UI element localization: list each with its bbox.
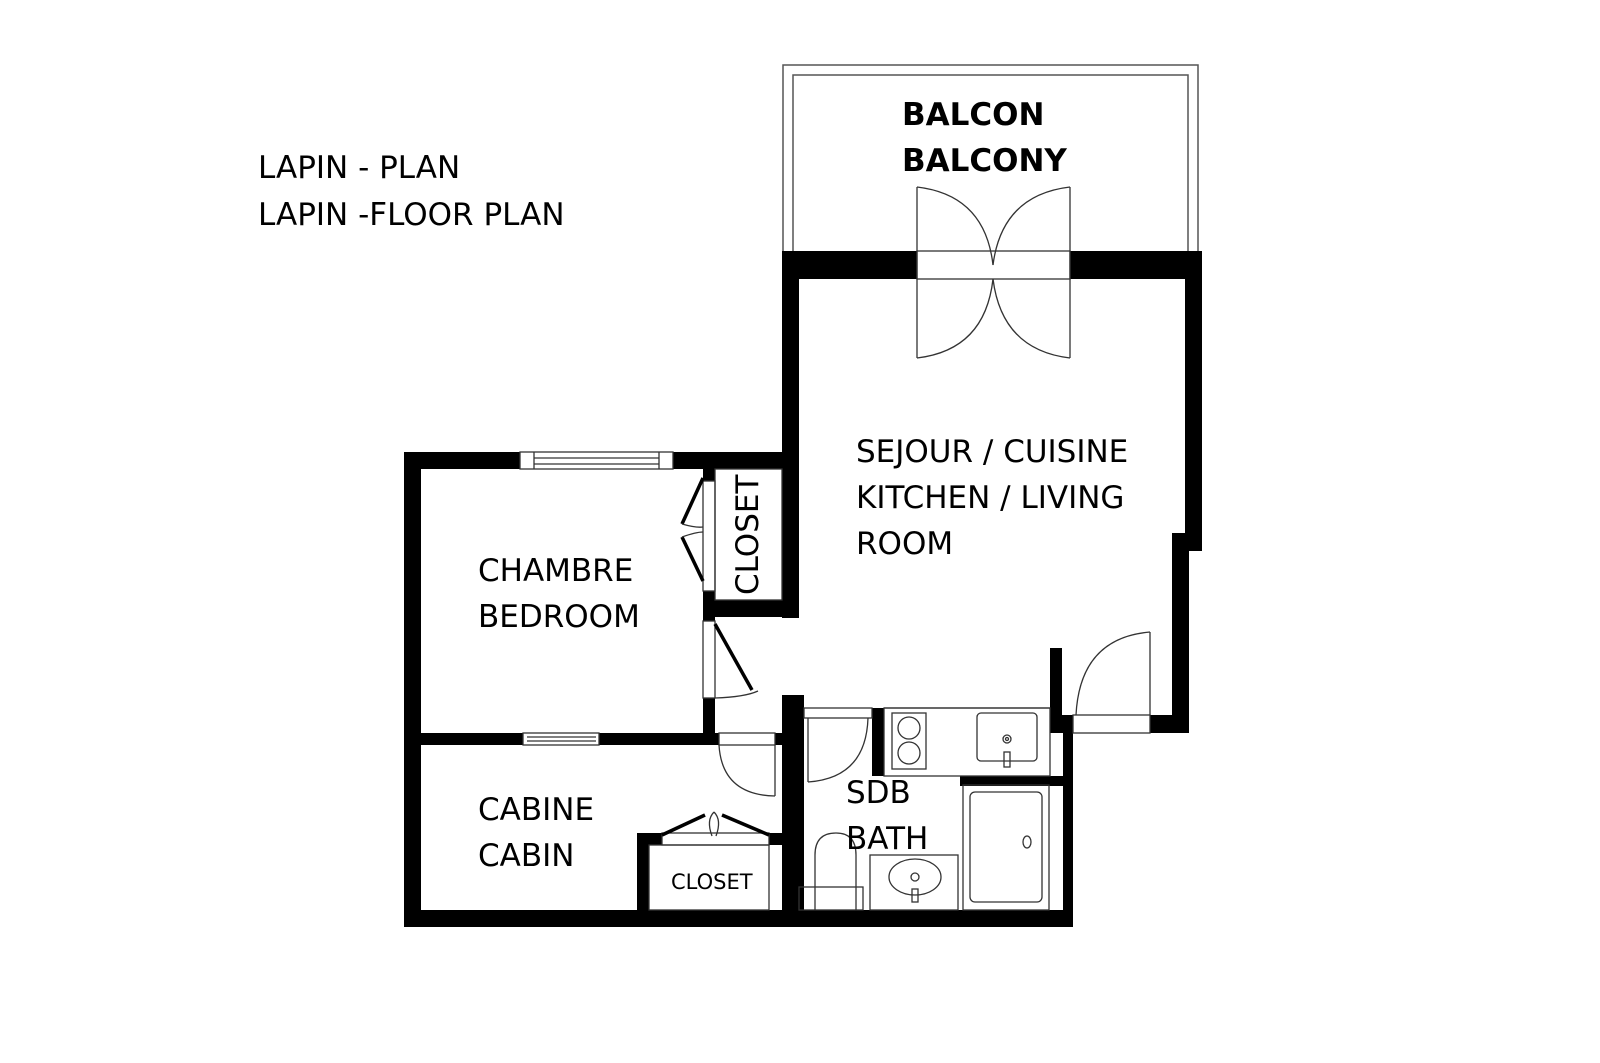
balcony-railing — [782, 64, 1199, 252]
cabin-label-fr: CABINE — [478, 792, 595, 828]
bedroom-label-fr: CHAMBRE — [478, 553, 634, 589]
cabin-closet-label: CLOSET — [671, 870, 753, 894]
plan-lines — [519, 186, 1151, 911]
bedroom-label-en: BEDROOM — [478, 599, 640, 635]
bath-label-fr: SDB — [846, 775, 911, 811]
balcony-label-en: BALCONY — [902, 143, 1067, 179]
plan-title-fr: LAPIN - PLAN — [258, 150, 461, 186]
balcony-label-fr: BALCON — [902, 97, 1045, 133]
door-leaves — [661, 477, 770, 837]
walls — [404, 251, 1202, 927]
living-label-line3: ROOM — [856, 526, 954, 562]
door-swings — [681, 523, 704, 538]
plan-title-en: LAPIN -FLOOR PLAN — [258, 197, 565, 233]
living-label-line1: SEJOUR / CUISINE — [856, 434, 1129, 470]
living-label-line2: KITCHEN / LIVING — [856, 480, 1125, 516]
bath-label-en: BATH — [846, 821, 929, 857]
cabin-label-en: CABIN — [478, 838, 575, 874]
bedroom-closet-label: CLOSET — [730, 474, 766, 595]
